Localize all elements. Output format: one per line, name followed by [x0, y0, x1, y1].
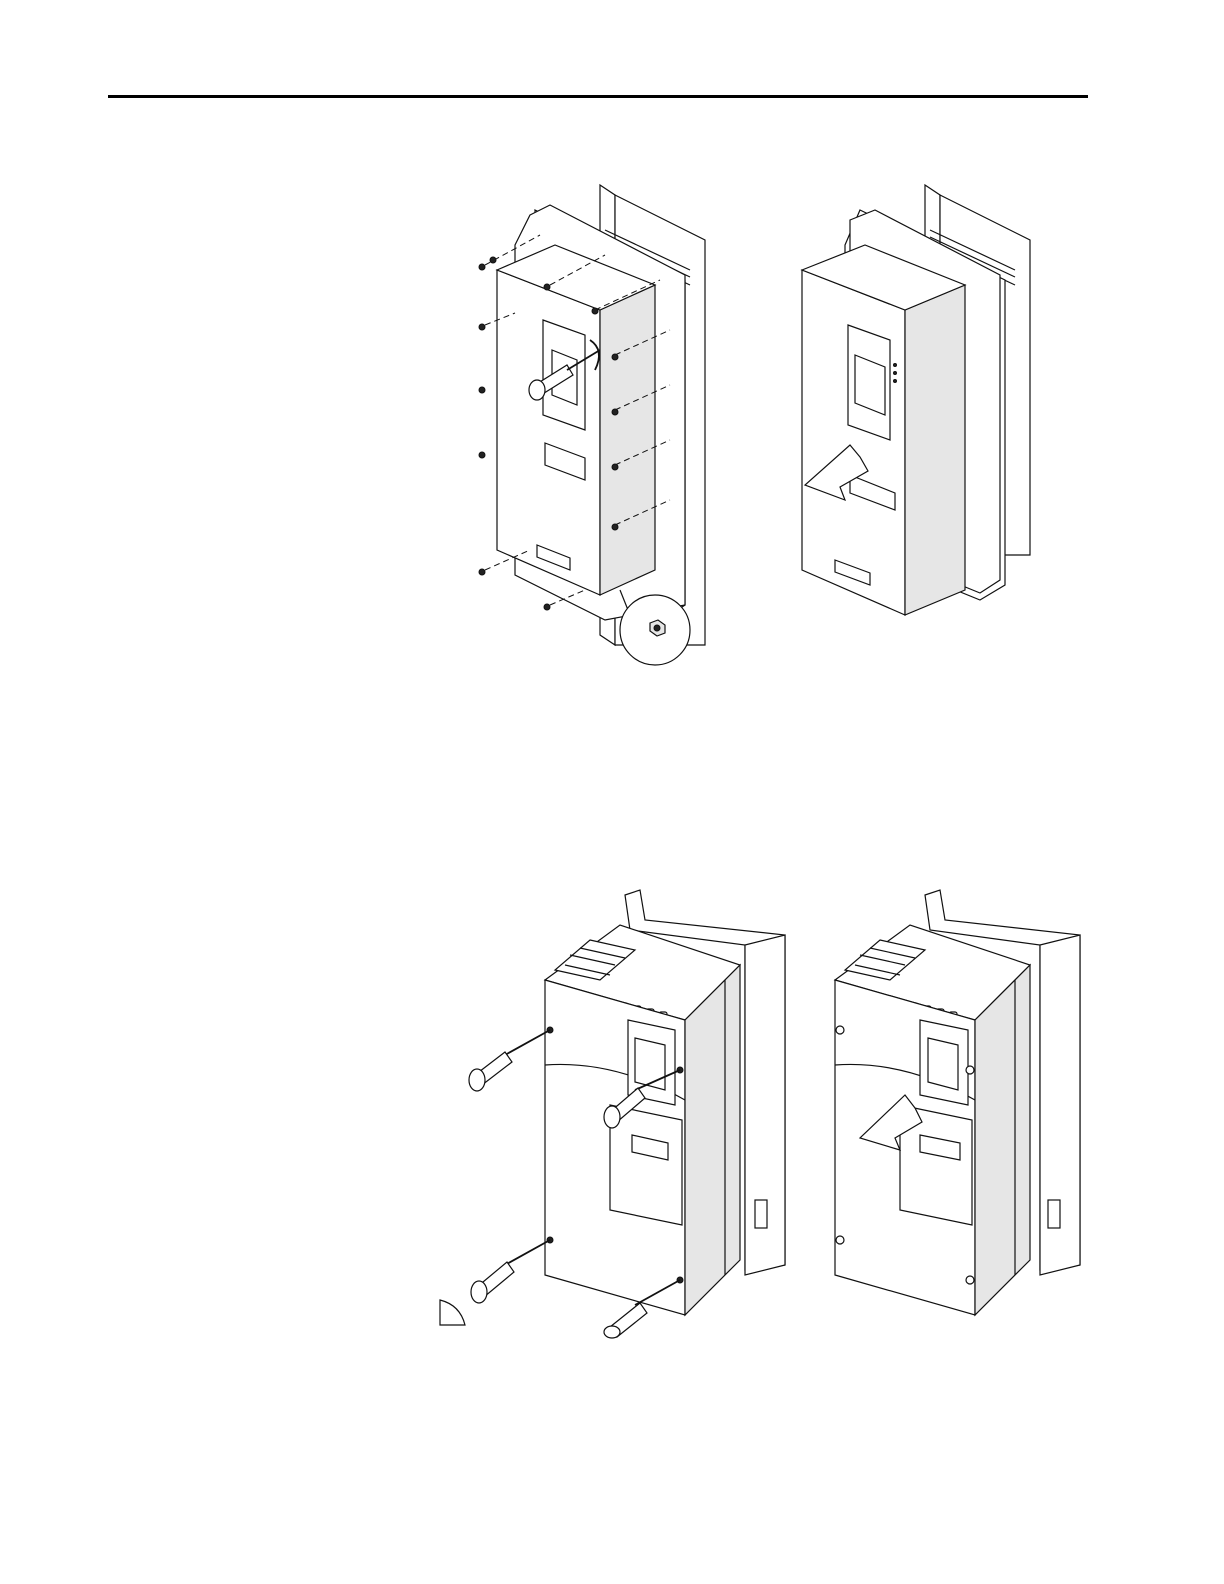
drive-front-cover-remove-arrow-icon	[820, 880, 1090, 1320]
drive-cover-screws-removal-icon	[455, 175, 735, 685]
drive-front-cover-screwdrivers-icon	[420, 880, 800, 1340]
drive-cover-slide-off-icon	[790, 175, 1050, 625]
header-rule	[108, 95, 1088, 98]
